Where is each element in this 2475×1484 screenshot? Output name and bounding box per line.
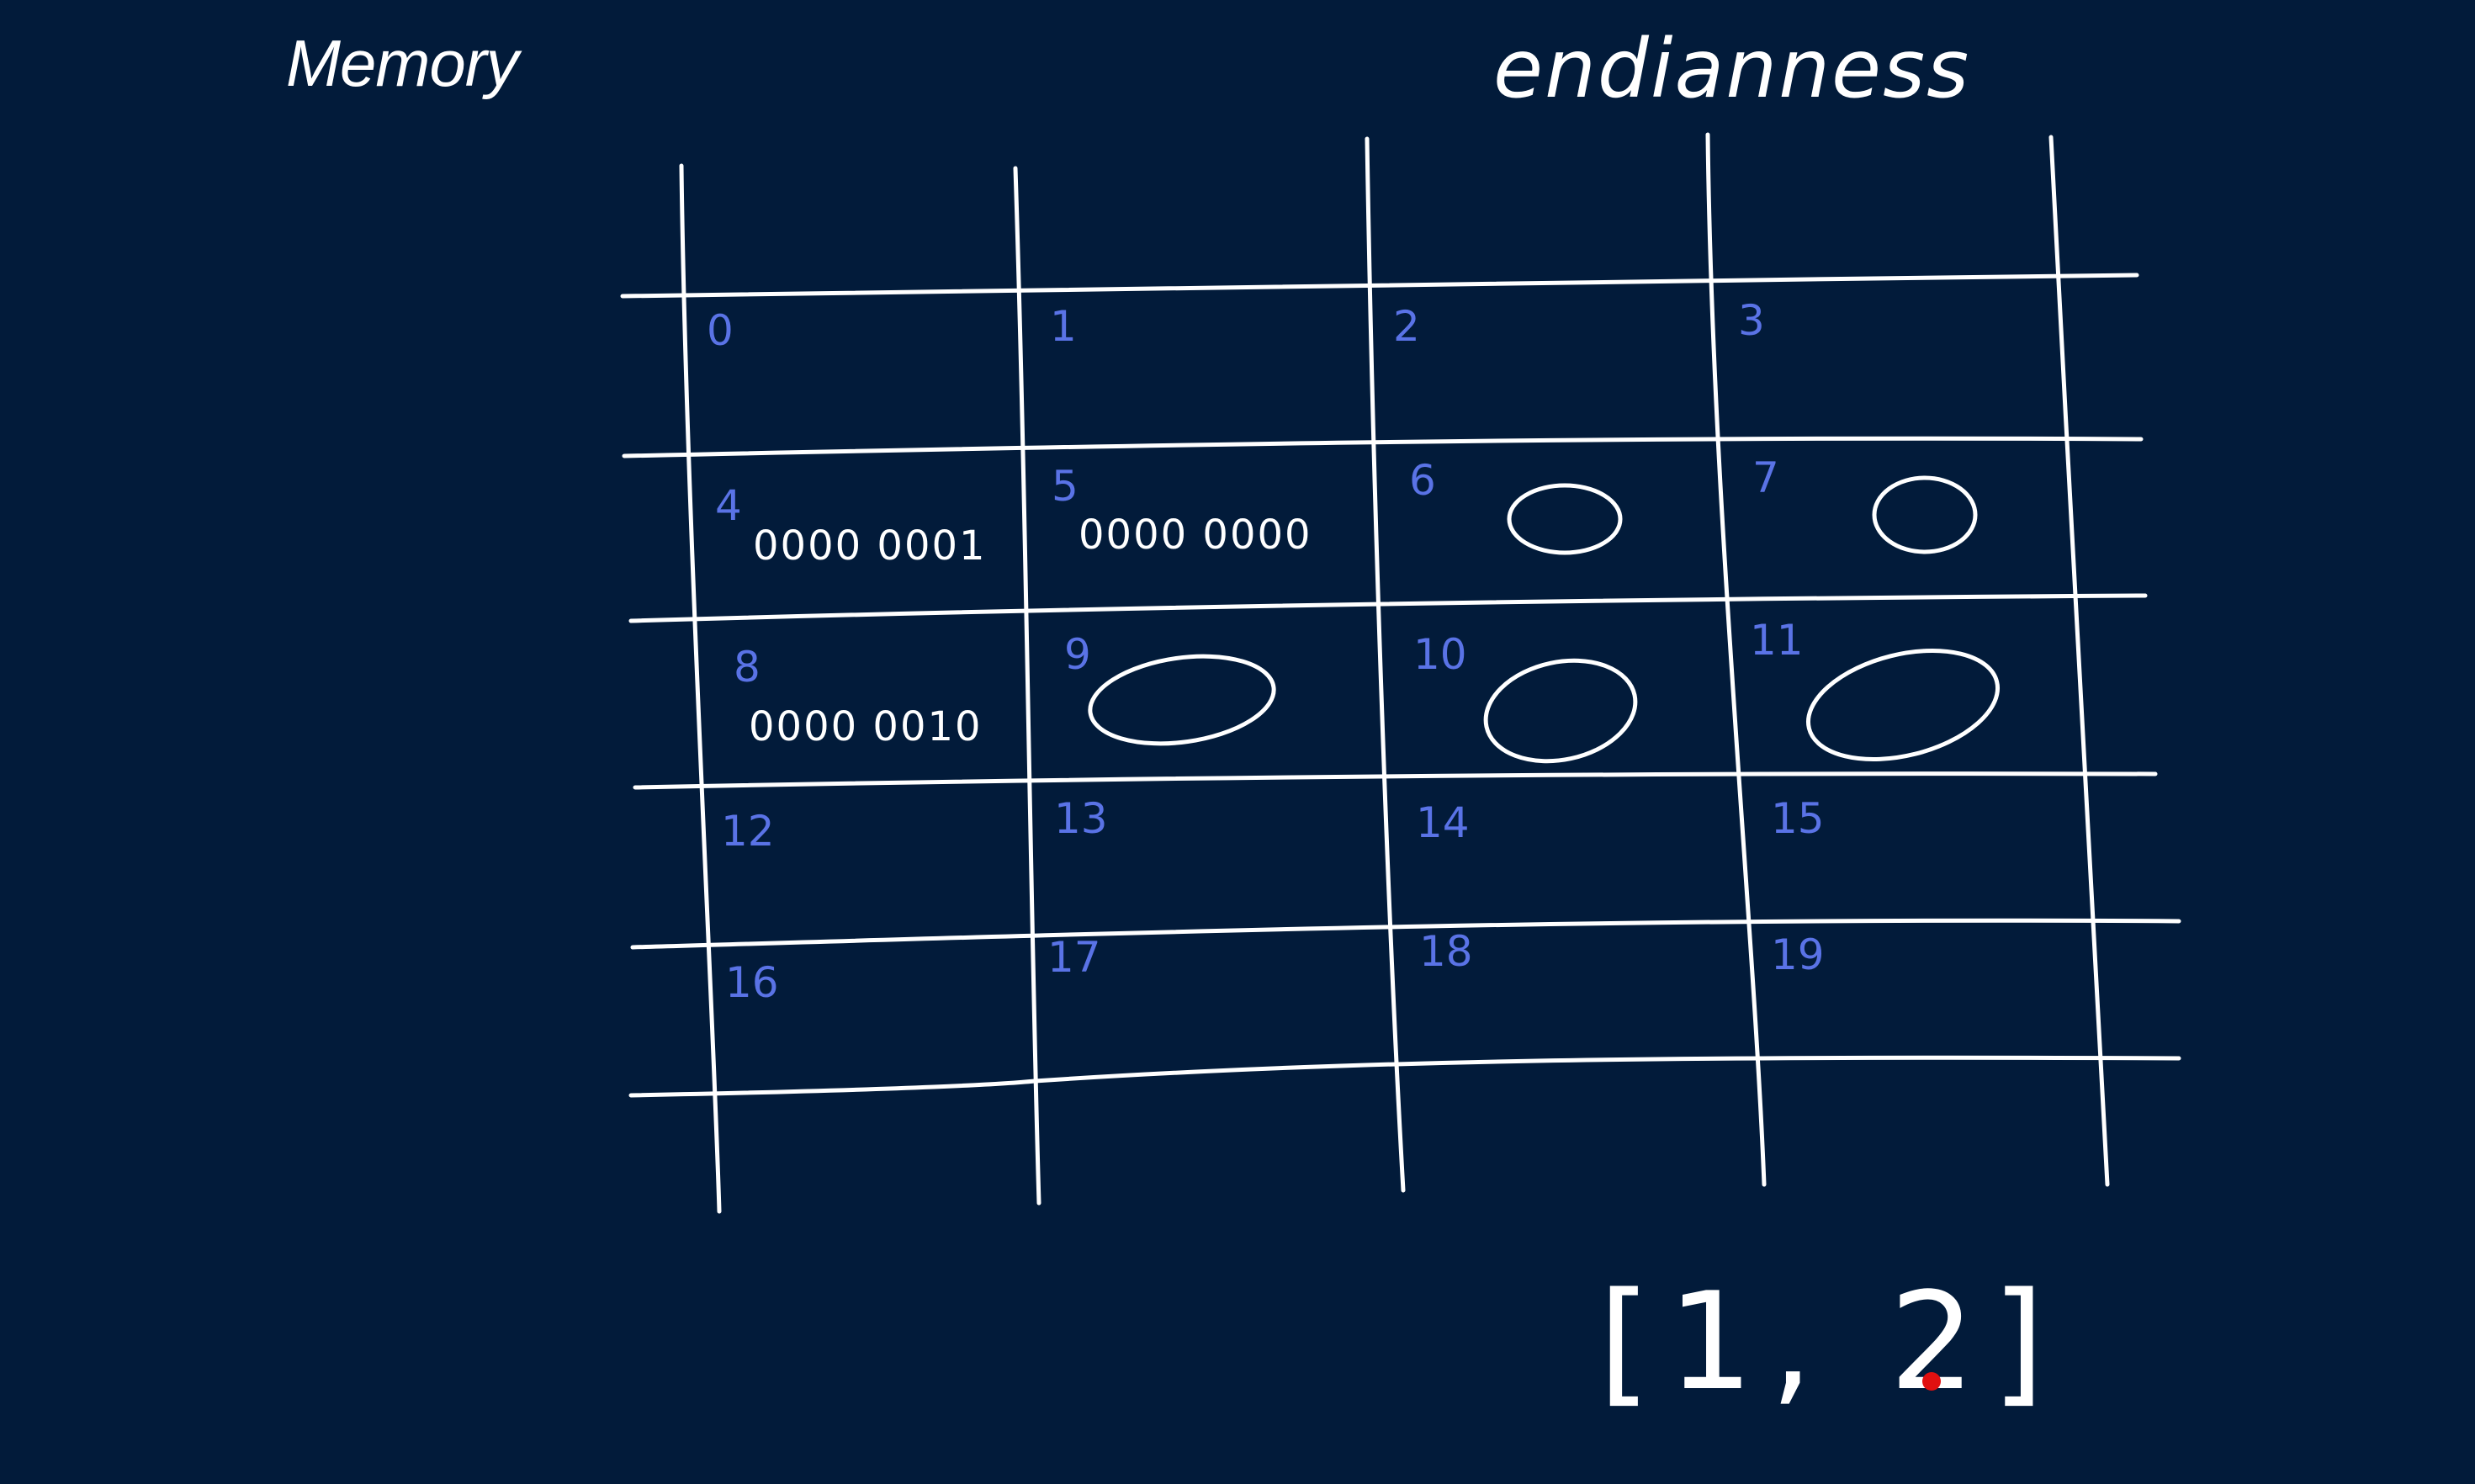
address-label: 16 (725, 958, 779, 1007)
pointer-dot (1922, 1372, 1941, 1391)
address-label: 15 (1771, 794, 1825, 843)
address-label: 3 (1738, 296, 1765, 345)
grid-vertical-line (679, 163, 722, 1214)
grid-horizontal-line (633, 771, 2158, 790)
empty-byte-oval (1483, 658, 1638, 764)
address-label: 0 (707, 306, 734, 355)
grid-horizontal-line (628, 1055, 2181, 1098)
address-label: 10 (1413, 630, 1467, 679)
empty-byte-oval (1872, 475, 1978, 554)
grid-horizontal-line (628, 593, 2148, 623)
cell-bits: 0000 0001 (753, 522, 987, 570)
empty-byte-oval (1507, 483, 1623, 555)
empty-byte-oval (1088, 654, 1276, 746)
address-label: 4 (715, 481, 742, 530)
address-label: 1 (1050, 302, 1077, 351)
grid-horizontal-line (630, 918, 2181, 950)
grid-horizontal-line (620, 273, 2139, 299)
address-label: 14 (1416, 798, 1470, 847)
address-label: 12 (721, 807, 775, 856)
empty-byte-oval (1805, 648, 2001, 762)
grid-vertical-line (1365, 136, 1406, 1193)
grid-vertical-line (2048, 135, 2110, 1187)
array-literal: [1, 2] (1598, 1263, 2061, 1420)
grid-vertical-line (1013, 166, 1041, 1206)
address-label: 19 (1771, 930, 1825, 979)
cell-bits: 0000 0000 (1079, 511, 1312, 559)
grid-horizontal-line (622, 436, 2144, 458)
address-label: 18 (1419, 927, 1473, 976)
address-label: 6 (1409, 456, 1436, 505)
address-label: 9 (1064, 630, 1091, 679)
endianness-heading: endianness (1493, 22, 1970, 116)
address-label: 11 (1750, 616, 1804, 665)
memory-title: Memory (286, 26, 519, 100)
memory-grid (620, 132, 2181, 1214)
address-label: 7 (1752, 453, 1779, 502)
address-label: 2 (1393, 302, 1420, 351)
address-label: 5 (1052, 462, 1079, 511)
address-label: 13 (1054, 794, 1108, 843)
address-label: 17 (1047, 933, 1101, 982)
address-label: 8 (734, 643, 761, 692)
cell-bits: 0000 0010 (749, 703, 983, 750)
